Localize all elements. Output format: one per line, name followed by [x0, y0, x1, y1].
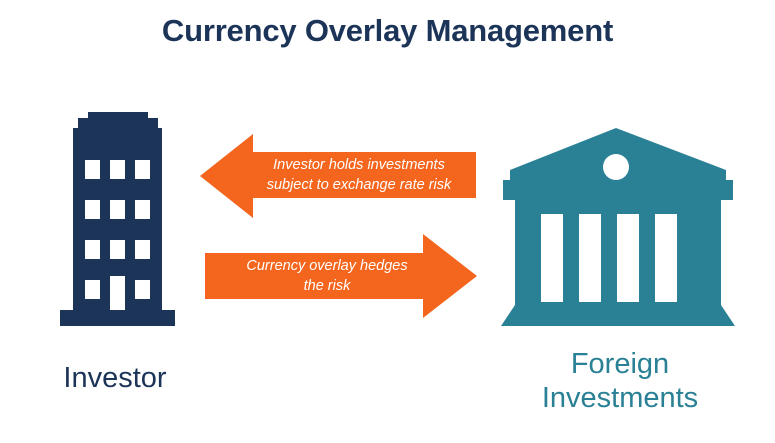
office-building-icon — [60, 112, 175, 326]
investor-label: Investor — [63, 362, 167, 394]
bank-building-icon — [501, 128, 735, 326]
arrow-left-label: Investor holds investments subject to ex… — [266, 157, 452, 193]
foreign-label-line-1: Foreign — [570, 348, 670, 380]
arrow-right-label: Currency overlay hedges the risk — [246, 258, 408, 294]
page-title: Currency Overlay Management — [161, 13, 614, 48]
foreign-label-line-2: Investments — [541, 381, 699, 414]
arrow-right-hedge — [205, 234, 477, 318]
arrow-left-risk — [200, 134, 476, 218]
